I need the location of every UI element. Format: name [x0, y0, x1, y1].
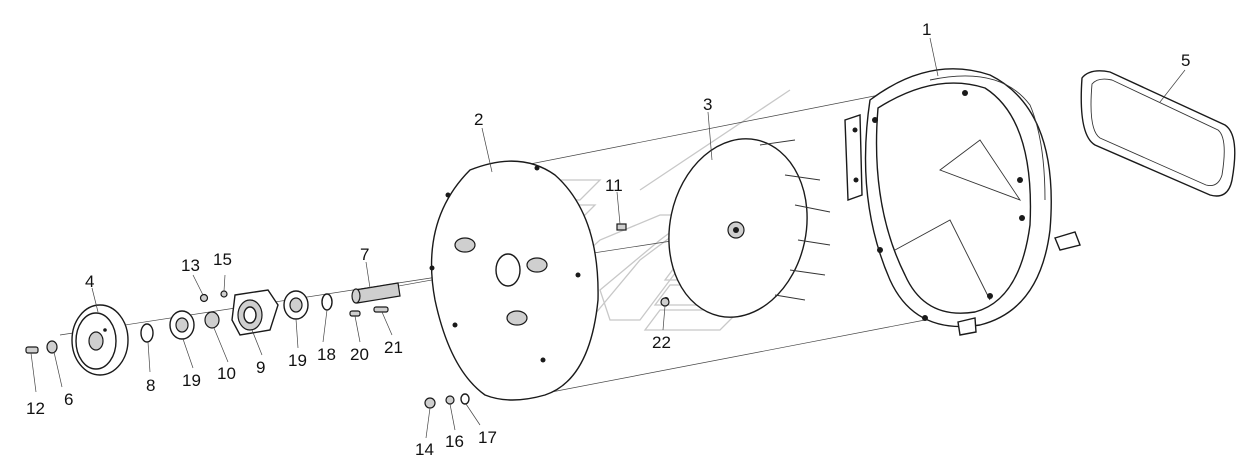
washer-17 [460, 393, 470, 405]
gasket-frame [1080, 70, 1236, 197]
nut-14 [424, 397, 436, 409]
callout-5: 5 [1181, 51, 1190, 70]
callout-7: 7 [360, 245, 369, 264]
washer-6 [46, 340, 58, 354]
bearing-housing [231, 289, 279, 336]
washer-16 [445, 395, 455, 405]
callout-2: 2 [474, 110, 483, 129]
callout-1: 1 [922, 20, 931, 39]
fan-housing [844, 68, 1081, 336]
bolt-22 [660, 297, 670, 307]
nut-13 [199, 293, 209, 303]
callout-20: 20 [350, 345, 369, 364]
key-20 [349, 310, 361, 317]
callout-12: 12 [26, 399, 45, 418]
washer-15 [220, 290, 228, 298]
callout-3: 3 [703, 95, 712, 114]
callout-17: 17 [478, 428, 497, 447]
callout-18: 18 [317, 345, 336, 364]
callout-9: 9 [256, 358, 265, 377]
bolt-11 [616, 223, 627, 231]
ring-8 [140, 323, 154, 343]
callout-14: 14 [415, 440, 434, 459]
callout-4: 4 [85, 272, 94, 291]
callout-21: 21 [384, 338, 403, 357]
leader-lines [30, 37, 1186, 439]
snap-ring-18 [321, 293, 333, 311]
impeller [663, 138, 831, 318]
callout-10: 10 [217, 364, 236, 383]
shaft [351, 282, 401, 304]
callout-11: 11 [605, 176, 623, 195]
callout-13: 13 [181, 256, 200, 275]
callout-19-left: 19 [182, 371, 201, 390]
bearing-19-right [283, 290, 309, 320]
callout-19-right: 19 [288, 351, 307, 370]
callout-6: 6 [64, 390, 73, 409]
bearing-19-left [169, 310, 195, 340]
bolt-12 [25, 346, 39, 354]
key-21 [373, 306, 389, 313]
callout-8: 8 [146, 376, 155, 395]
callout-labels: 1 2 3 4 5 6 7 8 9 10 11 12 13 14 15 16 1… [26, 20, 1190, 459]
pulley [71, 304, 129, 376]
spacer-10 [204, 311, 220, 329]
plate-studs [454, 237, 548, 326]
callout-22: 22 [652, 333, 671, 352]
callout-15: 15 [213, 250, 232, 269]
callout-16: 16 [445, 432, 464, 451]
back-plate [429, 160, 599, 401]
